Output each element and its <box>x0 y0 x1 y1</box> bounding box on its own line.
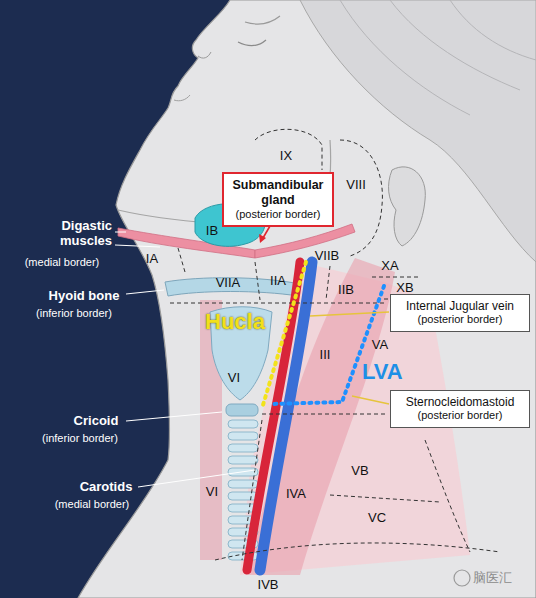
trachea-ring <box>228 480 258 488</box>
level-boundary <box>215 543 500 560</box>
level-boundary <box>372 277 418 278</box>
level-label: VB <box>351 464 368 479</box>
callout-box: Submandibular gland(posterior border) <box>222 172 334 227</box>
level-boundary <box>326 266 330 300</box>
leader-line <box>115 245 160 247</box>
level-boundaries <box>170 129 500 560</box>
leader-line <box>126 290 164 294</box>
level-label: IIA <box>270 274 286 289</box>
level-boundary <box>255 129 322 170</box>
trachea-ring <box>228 492 258 500</box>
leader-line <box>352 396 389 404</box>
cricoid-cartilage <box>226 404 258 416</box>
eye <box>238 40 266 46</box>
callout-text: (posterior border) <box>397 313 523 326</box>
structure-label: (medial border) <box>55 498 130 511</box>
nostril <box>198 52 211 58</box>
leader-line <box>126 412 222 421</box>
level-label: IA <box>146 252 158 267</box>
level-label: VIII <box>346 178 366 193</box>
internal-jugular-vein <box>260 262 312 570</box>
level-label: IVB <box>258 578 279 593</box>
level-label: XA <box>381 259 398 274</box>
leader-line <box>310 312 389 316</box>
level-boundary <box>170 303 384 304</box>
hair <box>300 0 536 262</box>
callout-arrow <box>263 226 270 238</box>
callout-text: Sternocleidomastoid <box>397 395 523 409</box>
structure-label: (medial border) <box>25 256 100 269</box>
ear <box>389 167 426 246</box>
level-label: VIIA <box>216 276 241 291</box>
digastric-posterior-belly <box>255 224 355 258</box>
leader-lines <box>115 232 255 487</box>
level-label: IB <box>206 224 218 239</box>
callout-arrowhead <box>259 234 266 243</box>
leader-line <box>138 470 255 487</box>
trachea-ring <box>228 456 258 464</box>
pathway-label: Hucla <box>205 309 265 334</box>
trachea-ring <box>228 444 258 452</box>
level-boundary <box>242 420 262 560</box>
callout-text: Internal Jugular vein <box>397 299 523 313</box>
sternocleidomastoid-muscle <box>248 258 395 575</box>
lips <box>174 95 190 101</box>
level-label: XB <box>396 281 413 296</box>
hair-strands <box>340 0 536 115</box>
level-label: IVA <box>286 487 306 502</box>
eyebrow <box>245 16 280 24</box>
callout-box: Sternocleidomastoid(posterior border) <box>390 390 530 428</box>
hucla-dotted-line <box>263 262 306 405</box>
level-boundary <box>255 262 260 300</box>
level-label: VA <box>372 338 388 353</box>
level-boundary <box>262 414 385 415</box>
trachea-ring <box>228 432 258 440</box>
level-label: VI <box>228 371 240 386</box>
level-boundary <box>178 248 185 272</box>
structure-label: Digastic muscles <box>32 219 112 249</box>
structure-label: (inferior border) <box>36 307 112 320</box>
skin-silhouette <box>78 0 536 598</box>
structure-label: (inferior border) <box>42 432 118 445</box>
structure-label: Cricoid <box>74 414 119 429</box>
level-boundary <box>340 140 382 256</box>
level-label: III <box>320 348 331 363</box>
level-boundary <box>330 495 440 502</box>
lva-dotted-line <box>270 286 384 404</box>
level-label: VI <box>206 485 218 500</box>
watermark-logo <box>454 570 470 586</box>
callout-text: Submandibular gland <box>230 178 326 208</box>
callout-text: (posterior border) <box>230 208 326 221</box>
level-label: IIB <box>338 283 354 298</box>
callout-text: (posterior border) <box>397 409 523 422</box>
watermark: 脑医汇 <box>473 571 512 586</box>
trachea-ring <box>228 420 258 428</box>
structure-label: Hyoid bone <box>49 289 120 304</box>
level-boundary <box>425 440 470 552</box>
pathway-label: LVA <box>362 359 403 384</box>
callout-box: Internal Jugular vein(posterior border) <box>390 294 530 332</box>
leader-line <box>115 232 126 233</box>
structure-label: Carotids <box>80 480 133 495</box>
level-label: VC <box>368 511 386 526</box>
level-label: VIIB <box>315 249 340 264</box>
level-label: IX <box>280 149 292 164</box>
